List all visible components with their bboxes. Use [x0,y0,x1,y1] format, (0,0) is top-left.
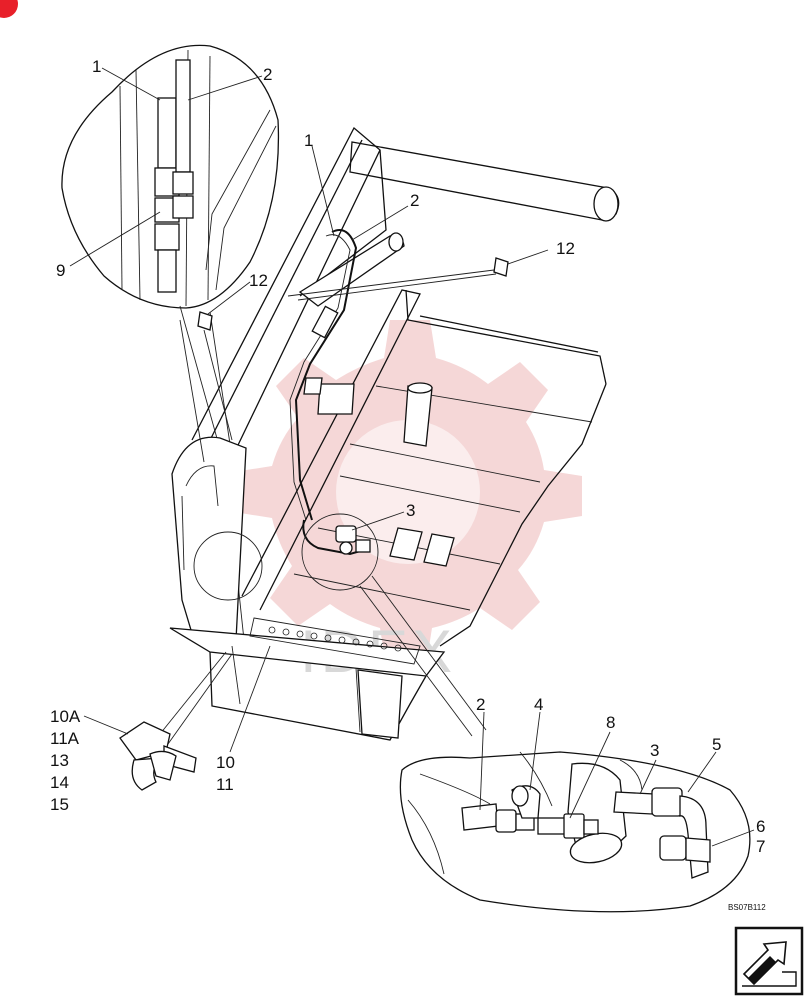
watermark-gear [234,320,582,666]
arrow-next-page-icon[interactable] [734,926,804,996]
callout-11A: 11A [50,729,80,748]
callout-12-left: 12 [249,271,268,290]
callout-2-bottom: 2 [476,695,485,714]
callout-2-detail: 2 [263,65,272,84]
callout-11: 11 [216,775,234,794]
callout-14: 14 [50,773,69,792]
detail-circle-top [61,44,280,445]
machine-frame [159,126,620,753]
callout-13: 13 [50,751,69,770]
callout-15: 15 [50,795,69,814]
callout-12-right: 12 [556,239,575,258]
callout-1-detail: 1 [92,57,101,76]
latch-assembly [83,715,197,791]
callout-5: 5 [712,735,721,754]
drawing-code: BS07B112 [728,903,766,912]
step-holes [268,626,402,652]
callout-2-main: 2 [410,191,419,210]
callout-8: 8 [606,713,615,732]
callout-7: 7 [756,837,765,856]
callout-3-bottom: 3 [650,741,659,760]
callout-4: 4 [534,695,543,714]
callout-9-detail: 9 [56,261,65,280]
detail-circle-bottom [399,711,755,913]
callout-10: 10 [216,753,235,772]
callout-10A: 10A [50,707,81,726]
callout-1-main: 1 [304,131,313,150]
callout-6: 6 [756,817,765,836]
corner-mark-icon [0,0,18,18]
callout-3-main: 3 [406,501,415,520]
